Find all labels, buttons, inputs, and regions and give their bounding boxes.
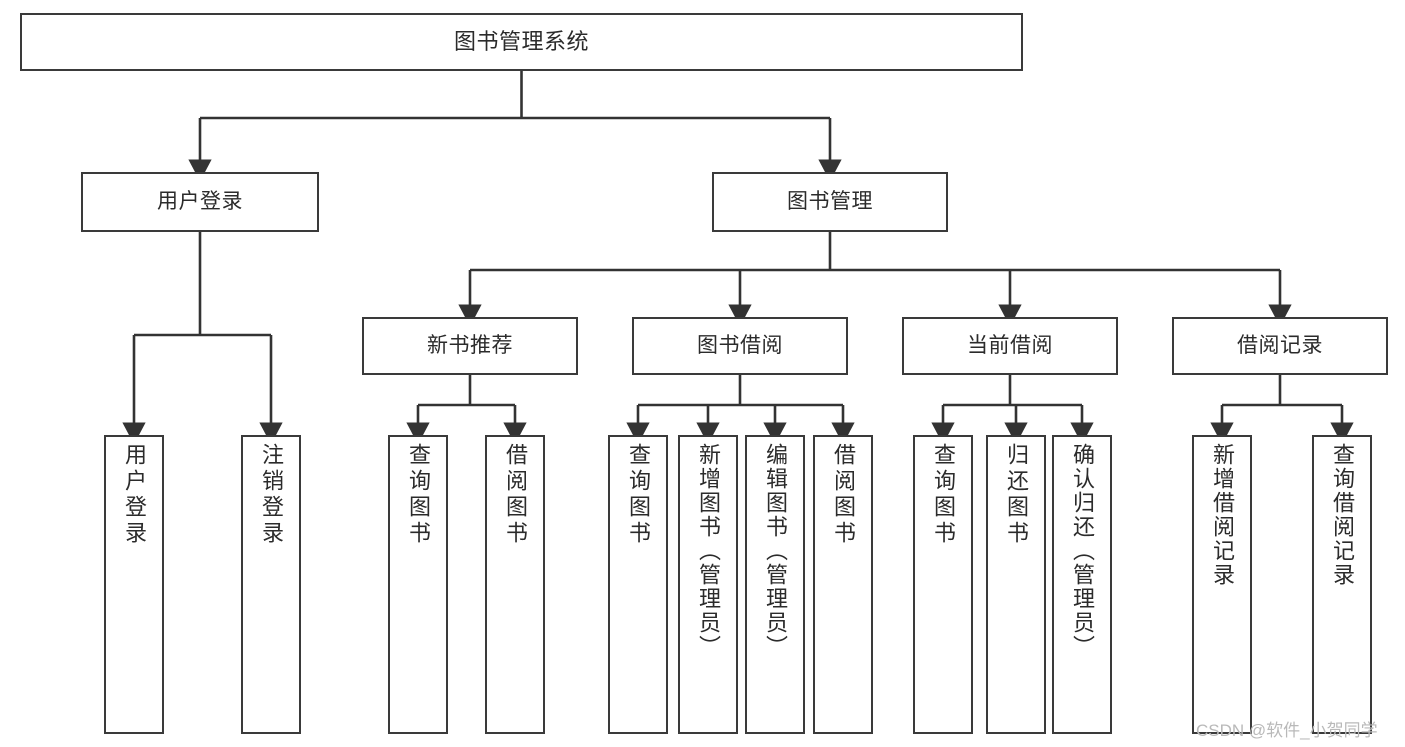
node-current-borrow[interactable]: 当前借阅 [902,317,1118,375]
node-current-borrow-label: 当前借阅 [967,333,1053,357]
node-leaf-add-book[interactable]: 新增图书（管理员） [678,435,738,734]
node-leaf-logout-label: 注销登录 [259,443,284,547]
node-leaf-borrow-book-1-label: 借阅图书 [503,443,528,547]
node-leaf-edit-book-label: 编辑图书（管理员） [763,443,788,659]
node-leaf-user-login[interactable]: 用户登录 [104,435,164,734]
node-book-borrow[interactable]: 图书借阅 [632,317,848,375]
node-borrow-record-label: 借阅记录 [1237,333,1323,357]
node-leaf-add-record-label: 新增借阅记录 [1210,443,1235,587]
node-leaf-confirm-return-label: 确认归还（管理员） [1070,443,1095,659]
node-leaf-edit-book[interactable]: 编辑图书（管理员） [745,435,805,734]
node-root[interactable]: 图书管理系统 [20,13,1023,71]
node-leaf-user-login-label: 用户登录 [122,443,147,547]
node-user-login-label: 用户登录 [157,189,243,213]
node-leaf-borrow-book-1[interactable]: 借阅图书 [485,435,545,734]
node-new-book-recommend[interactable]: 新书推荐 [362,317,578,375]
node-leaf-query-book-2[interactable]: 查询图书 [608,435,668,734]
node-book-borrow-label: 图书借阅 [697,333,783,357]
node-leaf-query-book-3[interactable]: 查询图书 [913,435,973,734]
node-user-login[interactable]: 用户登录 [81,172,319,232]
node-book-manage[interactable]: 图书管理 [712,172,948,232]
node-leaf-query-book-3-label: 查询图书 [931,443,956,547]
csdn-watermark: CSDN @软件_小贺同学 [1196,721,1378,740]
node-leaf-query-record-label: 查询借阅记录 [1330,443,1355,587]
node-leaf-return-book[interactable]: 归还图书 [986,435,1046,734]
node-root-label: 图书管理系统 [453,29,589,55]
node-borrow-record[interactable]: 借阅记录 [1172,317,1388,375]
node-leaf-return-book-label: 归还图书 [1004,443,1029,547]
node-book-manage-label: 图书管理 [787,189,873,213]
node-leaf-query-book-2-label: 查询图书 [626,443,651,547]
node-leaf-add-book-label: 新增图书（管理员） [696,443,721,659]
node-leaf-logout[interactable]: 注销登录 [241,435,301,734]
node-new-book-recommend-label: 新书推荐 [427,333,513,357]
node-leaf-query-book-1-label: 查询图书 [406,443,431,547]
node-leaf-borrow-book-2[interactable]: 借阅图书 [813,435,873,734]
node-leaf-borrow-book-2-label: 借阅图书 [831,443,856,547]
node-leaf-query-book-1[interactable]: 查询图书 [388,435,448,734]
node-leaf-confirm-return[interactable]: 确认归还（管理员） [1052,435,1112,734]
node-leaf-query-record[interactable]: 查询借阅记录 [1312,435,1372,734]
node-leaf-add-record[interactable]: 新增借阅记录 [1192,435,1252,734]
